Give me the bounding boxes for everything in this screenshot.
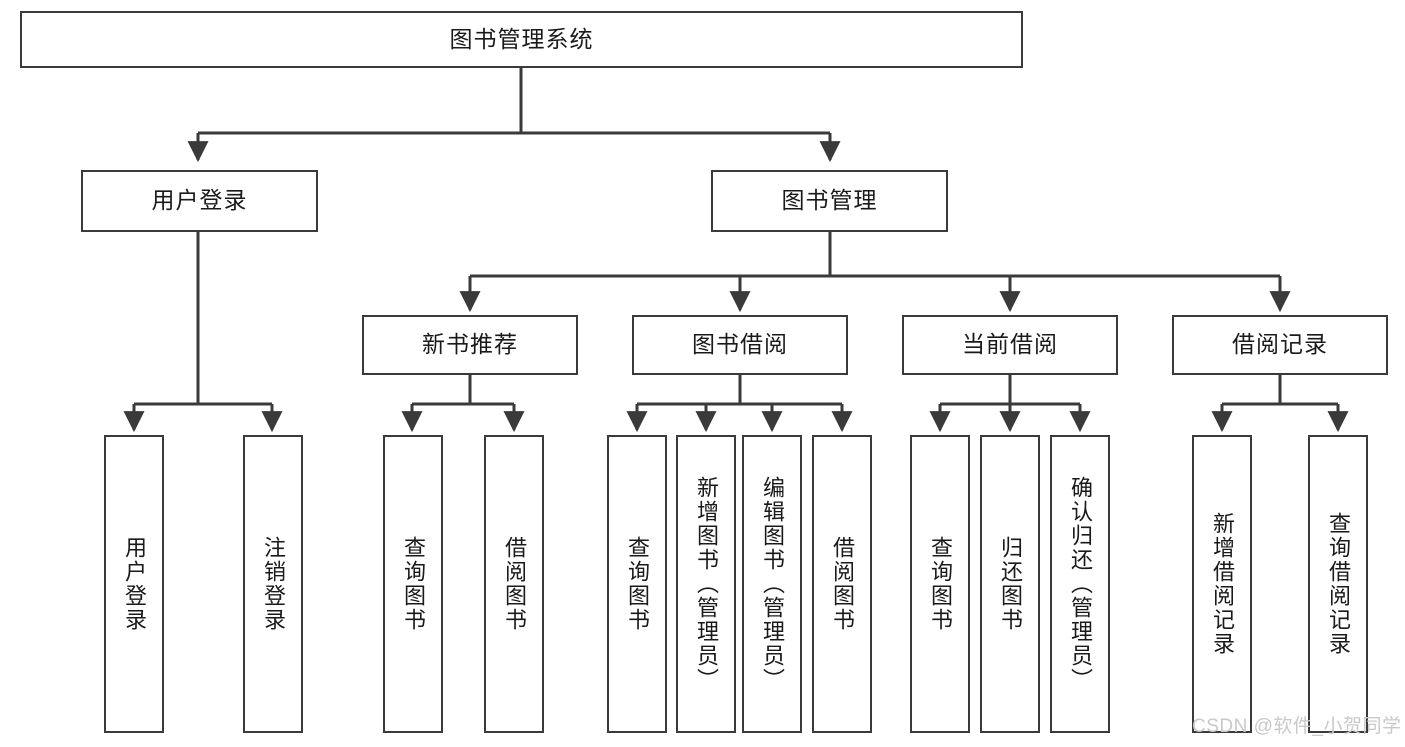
node-current-borrow[interactable]: 当前借阅 (902, 315, 1118, 375)
leaf-borrow-query-book[interactable]: 查询图书 (607, 435, 667, 733)
node-borrow-record[interactable]: 借阅记录 (1172, 315, 1388, 375)
leaf-label: 归还图书 (997, 536, 1023, 632)
leaf-label: 查询图书 (400, 536, 426, 632)
leaf-label: 用户登录 (121, 536, 147, 632)
leaf-label: 借阅图书 (829, 536, 855, 632)
leaf-current-return-book[interactable]: 归还图书 (980, 435, 1040, 733)
leaf-label: 查询借阅记录 (1325, 512, 1351, 656)
csdn-watermark: CSDN @软件_小贺同学 (1192, 716, 1402, 737)
leaf-borrow-edit-book-admin[interactable]: 编辑图书（管理员） (742, 435, 802, 733)
leaf-label: 查询图书 (624, 536, 650, 632)
leaf-recommend-query-book[interactable]: 查询图书 (383, 435, 443, 733)
leaf-label: 编辑图书（管理员） (759, 476, 785, 692)
leaf-borrow-add-book-admin[interactable]: 新增图书（管理员） (676, 435, 736, 733)
leaf-record-add-record[interactable]: 新增借阅记录 (1192, 435, 1252, 733)
leaf-current-confirm-return-admin[interactable]: 确认归还（管理员） (1050, 435, 1110, 733)
leaf-label: 查询图书 (927, 536, 953, 632)
node-user-login[interactable]: 用户登录 (81, 170, 318, 232)
node-root-system[interactable]: 图书管理系统 (20, 11, 1023, 68)
node-new-book-recommend[interactable]: 新书推荐 (362, 315, 578, 375)
leaf-recommend-borrow-book[interactable]: 借阅图书 (484, 435, 544, 733)
leaf-user-login-logout[interactable]: 注销登录 (243, 435, 303, 733)
leaf-label: 注销登录 (260, 536, 286, 632)
leaf-label: 确认归还（管理员） (1067, 476, 1093, 692)
node-book-borrow[interactable]: 图书借阅 (632, 315, 848, 375)
leaf-record-query-record[interactable]: 查询借阅记录 (1308, 435, 1368, 733)
leaf-borrow-borrow-book[interactable]: 借阅图书 (812, 435, 872, 733)
leaf-user-login-login[interactable]: 用户登录 (104, 435, 164, 733)
leaf-label: 借阅图书 (501, 536, 527, 632)
node-book-management[interactable]: 图书管理 (711, 170, 948, 232)
leaf-label: 新增图书（管理员） (693, 476, 719, 692)
leaf-current-query-book[interactable]: 查询图书 (910, 435, 970, 733)
leaf-label: 新增借阅记录 (1209, 512, 1235, 656)
